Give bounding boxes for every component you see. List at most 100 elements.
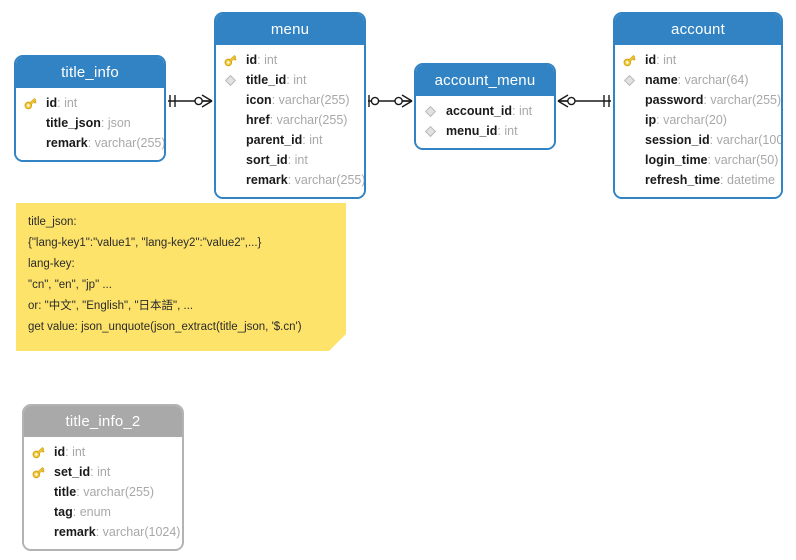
field-name: sort_id xyxy=(246,153,288,167)
field-row[interactable]: session_id: varchar(100) xyxy=(615,130,781,150)
key-icon xyxy=(23,96,38,111)
field-row[interactable]: ip: varchar(20) xyxy=(615,110,781,130)
relationship-menu-account_menu[interactable] xyxy=(366,89,414,113)
field-separator: : xyxy=(512,104,519,118)
note-text: title_json: {"lang-key1":"value1", "lang-… xyxy=(16,203,346,338)
field-row[interactable]: remark: varchar(255) xyxy=(216,170,364,190)
field-row[interactable]: icon: varchar(255) xyxy=(216,90,364,110)
note-line: get value: json_unquote(json_extract(tit… xyxy=(28,321,302,333)
field-type: varchar(255) xyxy=(710,93,782,107)
field-row[interactable]: tag: enum xyxy=(24,502,182,522)
field-name: remark xyxy=(46,136,88,150)
field-type: varchar(50) xyxy=(714,153,779,167)
field-separator: : xyxy=(287,173,295,187)
field-row[interactable]: id: int xyxy=(16,93,164,113)
field-separator: : xyxy=(257,53,265,67)
field-row[interactable]: remark: varchar(255) xyxy=(16,133,164,153)
field-row[interactable]: id: int xyxy=(615,50,781,70)
note-line: lang-key: xyxy=(28,258,75,270)
field-row[interactable]: title_id: int xyxy=(216,70,364,90)
field-name: parent_id xyxy=(246,133,303,147)
field-separator: : xyxy=(57,96,65,110)
field-row[interactable]: login_time: varchar(50) xyxy=(615,150,781,170)
diamond-icon xyxy=(622,73,637,88)
field-name: name xyxy=(645,73,678,87)
field-separator: : xyxy=(302,133,310,147)
field-row[interactable]: href: varchar(255) xyxy=(216,110,364,130)
entity-title-menu: menu xyxy=(216,14,364,45)
field-type: int xyxy=(264,53,278,67)
field-separator: : xyxy=(100,116,108,130)
key-icon xyxy=(31,445,46,460)
field-separator: : xyxy=(269,113,277,127)
field-separator: : xyxy=(707,153,715,167)
field-separator: : xyxy=(656,53,664,67)
field-type: varchar(1024) xyxy=(102,525,181,539)
field-type: varchar(255) xyxy=(94,136,166,150)
field-type: int xyxy=(97,465,111,479)
field-separator: : xyxy=(720,173,727,187)
field-row[interactable]: name: varchar(64) xyxy=(615,70,781,90)
field-row[interactable]: remark: varchar(1024) xyxy=(24,522,182,542)
field-row[interactable]: id: int xyxy=(216,50,364,70)
field-separator: : xyxy=(90,465,98,479)
field-name: login_time xyxy=(645,153,708,167)
field-separator: : xyxy=(87,136,95,150)
field-type: varchar(20) xyxy=(663,113,727,127)
field-name: href xyxy=(246,113,270,127)
field-separator: : xyxy=(497,124,505,138)
field-type: varchar(64) xyxy=(684,73,749,87)
field-name: title xyxy=(54,485,77,499)
field-separator: : xyxy=(65,445,73,459)
relationship-title_info-menu[interactable] xyxy=(166,89,214,113)
field-type: varchar(255) xyxy=(294,173,366,187)
field-separator: : xyxy=(286,73,294,87)
field-row[interactable]: title_json: json xyxy=(16,113,164,133)
field-row[interactable]: sort_id: int xyxy=(216,150,364,170)
field-row[interactable]: parent_id: int xyxy=(216,130,364,150)
field-row[interactable]: title: varchar(255) xyxy=(24,482,182,502)
entity-title-account_menu: account_menu xyxy=(416,65,554,96)
diamond-icon xyxy=(223,73,238,88)
field-name: title_json xyxy=(46,116,101,130)
note-line: or: "中文", "English", "日本語", ... xyxy=(28,300,194,312)
field-type: int xyxy=(72,445,86,459)
field-type: int xyxy=(663,53,677,67)
entity-title-title_info: title_info xyxy=(16,57,164,88)
field-type: varchar(255) xyxy=(276,113,348,127)
field-name: id xyxy=(54,445,66,459)
field-row[interactable]: refresh_time: datetime xyxy=(615,170,781,190)
field-row[interactable]: password: varchar(255) xyxy=(615,90,781,110)
field-name: id xyxy=(246,53,258,67)
field-name: icon xyxy=(246,93,272,107)
relationship-account_menu-account[interactable] xyxy=(556,89,613,113)
field-type: int xyxy=(518,104,533,118)
field-name: title_id xyxy=(246,73,287,87)
field-type: int xyxy=(293,73,307,87)
field-name: remark xyxy=(54,525,96,539)
field-type: varchar(255) xyxy=(83,485,155,499)
field-separator: : xyxy=(709,133,717,147)
key-icon xyxy=(31,465,46,480)
entity-title-title_info_2: title_info_2 xyxy=(24,406,182,437)
field-name: ip xyxy=(645,113,657,127)
field-name: id xyxy=(46,96,58,110)
note-title_json-note[interactable]: title_json: {"lang-key1":"value1", "lang-… xyxy=(16,203,346,351)
field-separator: : xyxy=(677,73,685,87)
field-row[interactable]: menu_id: int xyxy=(416,121,554,141)
field-row[interactable]: id: int xyxy=(24,442,182,462)
field-name: session_id xyxy=(645,133,710,147)
field-row[interactable]: account_id: int xyxy=(416,101,554,121)
note-line: title_json: xyxy=(28,216,77,228)
field-row[interactable]: set_id: int xyxy=(24,462,182,482)
field-type: enum xyxy=(79,505,111,519)
note-line: {"lang-key1":"value1", "lang-key2":"valu… xyxy=(28,237,262,249)
field-type: json xyxy=(107,116,131,130)
